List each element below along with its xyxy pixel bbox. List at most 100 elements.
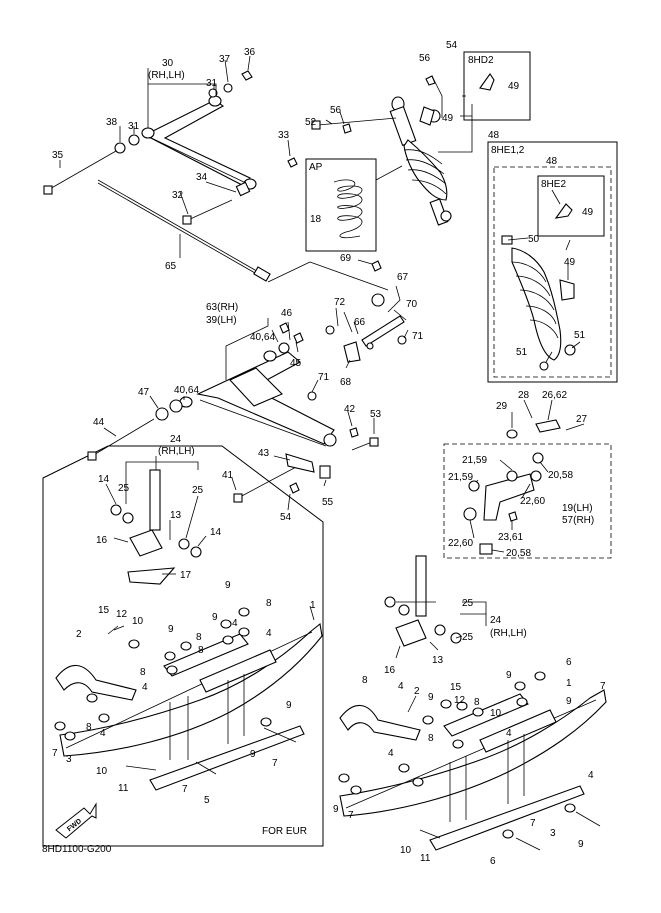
callout-label: 2 bbox=[414, 686, 420, 697]
callout-label: 7 bbox=[530, 818, 536, 829]
callout-label: 3 bbox=[550, 828, 556, 839]
callout-label: 38 bbox=[106, 117, 118, 128]
callout-label: 9 bbox=[225, 580, 231, 591]
callout-label: 67 bbox=[397, 272, 409, 283]
callout-label: 15 bbox=[450, 682, 462, 693]
callout-label: 7 bbox=[182, 784, 188, 795]
callout-label: 9 bbox=[168, 624, 174, 635]
callout-label: 14 bbox=[98, 474, 110, 485]
callout-label: 25 bbox=[118, 483, 130, 494]
callout-label: 22,60 bbox=[520, 496, 545, 507]
callout-label: 57(RH) bbox=[562, 515, 594, 526]
callout-label: 25 bbox=[192, 485, 204, 496]
clip-icon bbox=[479, 73, 495, 91]
callout-label: 4 bbox=[100, 728, 106, 739]
callout-label: 25 bbox=[462, 632, 474, 643]
callout-label: 1 bbox=[566, 678, 572, 689]
inset-label-ap: AP bbox=[309, 162, 323, 173]
callout-label: 16 bbox=[384, 665, 396, 676]
callout-label: 31 bbox=[128, 121, 140, 132]
callout-label: 8 bbox=[198, 645, 204, 656]
inset-box-8he12-dashed bbox=[493, 166, 612, 378]
callout-label: 36 bbox=[244, 47, 256, 58]
inset-label-8hd2: 8HD2 bbox=[468, 55, 494, 66]
callout-label: 20,58 bbox=[548, 470, 573, 481]
callout-label: 52 bbox=[305, 117, 317, 128]
callout-label: 25 bbox=[462, 598, 474, 609]
callout-label: 8 bbox=[474, 697, 480, 708]
callout-label: 7 bbox=[52, 748, 58, 759]
callout-label: 65 bbox=[165, 261, 177, 272]
callout-label: 3 bbox=[66, 754, 72, 765]
callout-label: 63(RH) bbox=[206, 302, 238, 313]
callout-label: 16 bbox=[96, 535, 108, 546]
callout-label: 2 bbox=[76, 629, 82, 640]
shock-absorber bbox=[389, 96, 452, 226]
callout-label: 8 bbox=[196, 632, 202, 643]
inset-box-8he12 bbox=[487, 141, 618, 383]
upper-a-arm bbox=[114, 70, 298, 197]
callout-label: 9 bbox=[578, 839, 584, 850]
callout-label: 9 bbox=[286, 700, 292, 711]
callout-label: 51 bbox=[574, 330, 586, 341]
callout-label: 8 bbox=[86, 722, 92, 733]
callout-label: 18 bbox=[310, 214, 322, 225]
callout-label: 56 bbox=[330, 105, 342, 116]
callout-label: 21,59 bbox=[462, 455, 487, 466]
callout-label: 9 bbox=[333, 804, 339, 815]
callout-label: 68 bbox=[340, 377, 352, 388]
callout-label: 49 bbox=[442, 113, 454, 124]
callout-labels: 54 56 49 49 48 56 52 30 (RH,LH) 37 36 31… bbox=[52, 40, 606, 867]
callout-label: 28 bbox=[518, 390, 530, 401]
callout-label: 44 bbox=[93, 417, 105, 428]
callout-label: 55 bbox=[322, 497, 334, 508]
diagram-code: 8HD1100-G200 bbox=[42, 844, 112, 855]
callout-label: 71 bbox=[318, 372, 330, 383]
steering-spindle bbox=[463, 419, 561, 555]
callout-label: 4 bbox=[142, 682, 148, 693]
callout-label: (RH,LH) bbox=[158, 446, 195, 457]
ski-right bbox=[338, 671, 607, 851]
callout-label: 71 bbox=[412, 331, 424, 342]
callout-label: 30 bbox=[162, 58, 174, 69]
inset-box-8he2 bbox=[537, 175, 605, 237]
callout-label: 1 bbox=[310, 600, 316, 611]
callout-label: 13 bbox=[170, 510, 182, 521]
callout-label: 9 bbox=[212, 612, 218, 623]
callout-label: 4 bbox=[398, 681, 404, 692]
callout-label: 49 bbox=[508, 81, 520, 92]
spindle-right bbox=[384, 555, 462, 647]
callout-label: 4 bbox=[232, 618, 238, 629]
callout-label: 9 bbox=[250, 749, 256, 760]
callout-label: 35 bbox=[52, 150, 64, 161]
callout-label: 13 bbox=[432, 655, 444, 666]
callout-label: 33 bbox=[278, 130, 290, 141]
callout-label: 40,64 bbox=[250, 332, 275, 343]
shock-absorber-8he bbox=[501, 235, 576, 371]
callout-label: 10 bbox=[400, 845, 412, 856]
callout-label: 24 bbox=[490, 615, 502, 626]
inset-label-8he12: 8HE1,2 bbox=[491, 145, 525, 156]
callout-label: 49 bbox=[564, 257, 576, 268]
callout-label: 8 bbox=[140, 667, 146, 678]
callout-label: 39(LH) bbox=[206, 315, 237, 326]
callout-label: 12 bbox=[116, 609, 128, 620]
callout-label: 24 bbox=[170, 434, 182, 445]
callout-label: 8 bbox=[266, 598, 272, 609]
callout-label: 41 bbox=[222, 470, 234, 481]
callout-label: 11 bbox=[420, 853, 431, 864]
callout-label: 50 bbox=[528, 234, 540, 245]
callout-label: 70 bbox=[406, 299, 418, 310]
callout-label: 47 bbox=[138, 387, 150, 398]
callout-label: 10 bbox=[132, 616, 144, 627]
callout-label: 22,60 bbox=[448, 538, 473, 549]
callout-label: 31 bbox=[206, 78, 218, 89]
callout-label: 53 bbox=[370, 409, 382, 420]
callout-label: 4 bbox=[588, 770, 594, 781]
callout-label: (RH,LH) bbox=[148, 70, 185, 81]
callout-label: 7 bbox=[348, 810, 354, 821]
spring-ap bbox=[333, 179, 363, 239]
callout-label: 37 bbox=[219, 54, 231, 65]
callout-label: 9 bbox=[566, 696, 572, 707]
